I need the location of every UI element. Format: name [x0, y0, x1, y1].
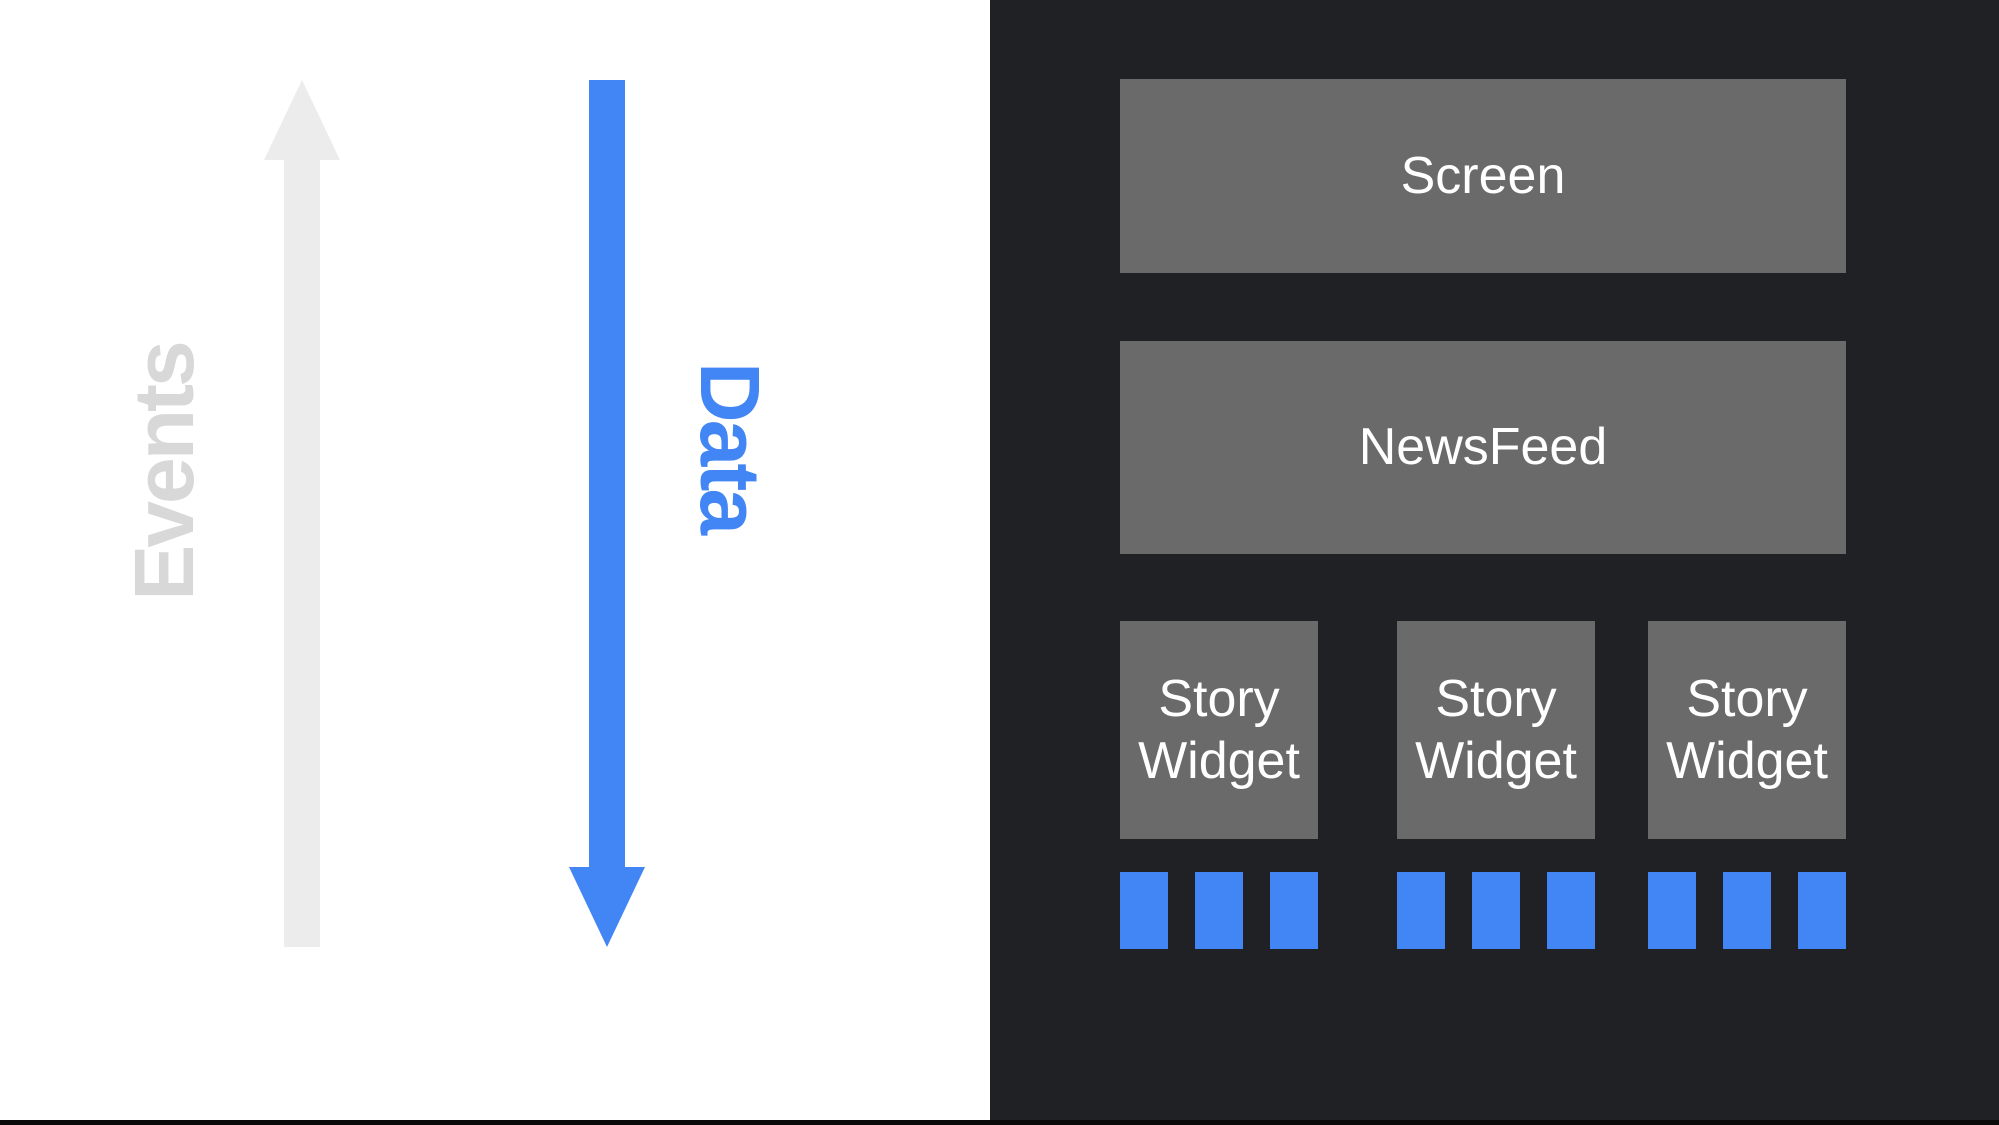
data-down-arrowhead-icon — [569, 867, 645, 947]
story-widget-box: Story Widget — [1648, 621, 1846, 839]
screen-box: Screen — [1120, 79, 1846, 273]
story-widget-label: Story Widget — [1138, 669, 1300, 790]
story-widget-box: Story Widget — [1120, 621, 1318, 839]
data-arrow-shaft — [589, 80, 625, 867]
story-widget-label: Story Widget — [1415, 669, 1577, 790]
data-tile — [1723, 872, 1771, 949]
data-tile — [1798, 872, 1846, 949]
newsfeed-box-label: NewsFeed — [1358, 418, 1608, 477]
data-tile — [1195, 872, 1243, 949]
newsfeed-box: NewsFeed — [1120, 341, 1846, 554]
slide-bottom-edge — [0, 1120, 1999, 1125]
data-tile — [1270, 872, 1318, 949]
screen-box-label: Screen — [1400, 146, 1566, 205]
data-tile — [1547, 872, 1595, 949]
data-tile — [1472, 872, 1520, 949]
story-widget-box: Story Widget — [1397, 621, 1595, 839]
events-label: Events — [117, 343, 211, 601]
events-arrow-shaft — [284, 160, 320, 947]
story-widget-label: Story Widget — [1666, 669, 1828, 790]
data-label: Data — [683, 361, 777, 533]
story-tiles-group — [1648, 872, 1846, 949]
data-tile — [1648, 872, 1696, 949]
data-tile — [1120, 872, 1168, 949]
events-up-arrowhead-icon — [264, 80, 340, 160]
data-tile — [1397, 872, 1445, 949]
story-tiles-group — [1397, 872, 1595, 949]
data-flow-panel: Events Data — [0, 0, 990, 1120]
story-tiles-group — [1120, 872, 1318, 949]
